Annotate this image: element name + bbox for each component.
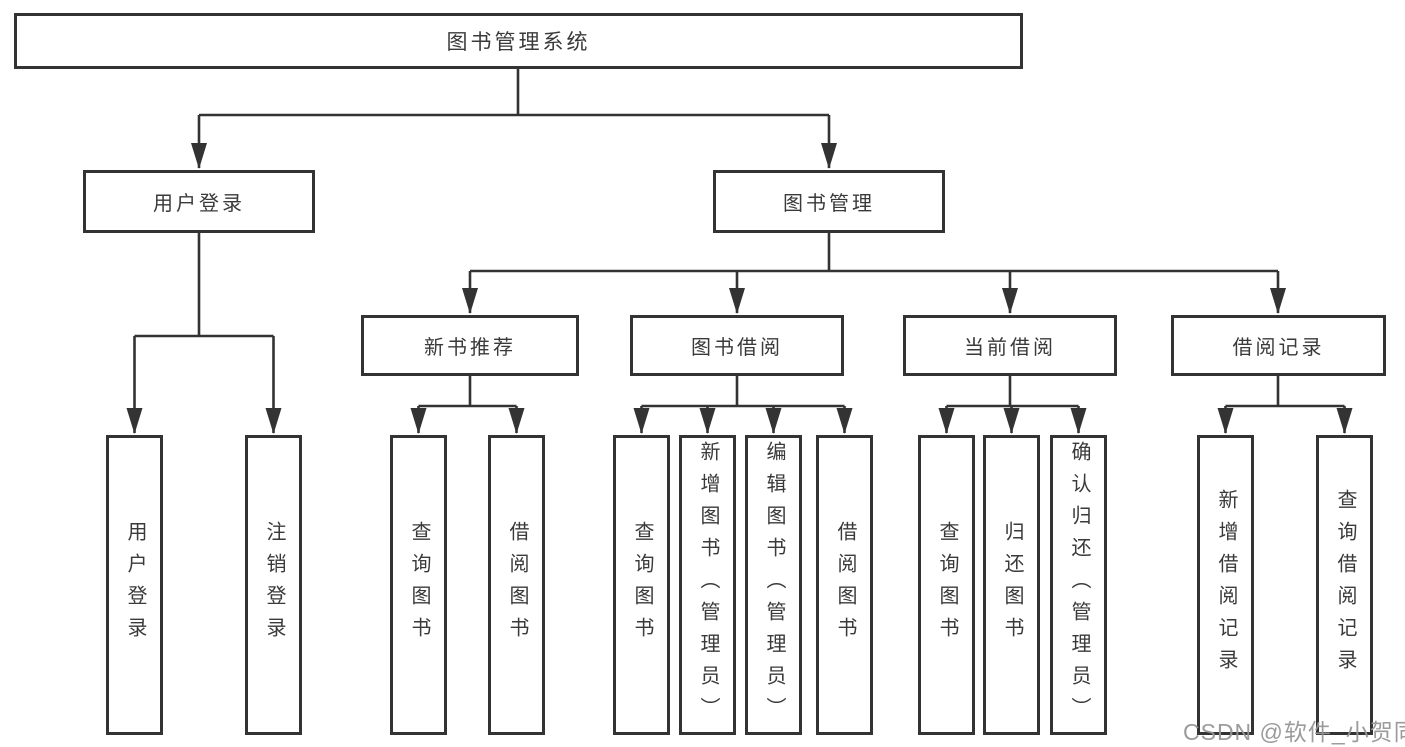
leaf-label: 查询图书 xyxy=(936,521,958,649)
leaf-label: 注销登录 xyxy=(263,521,285,649)
leaf-query-books-borrow: 查询图书 xyxy=(613,435,670,735)
leaf-return-books: 归还图书 xyxy=(983,435,1040,735)
leaf-edit-books-admin: 编辑图书（管理员） xyxy=(745,435,802,735)
node-label: 借阅记录 xyxy=(1232,337,1325,359)
leaf-confirm-return-admin: 确认归还（管理员） xyxy=(1050,435,1107,735)
leaf-query-books-current: 查询图书 xyxy=(918,435,975,735)
leaf-query-borrow-record: 查询借阅记录 xyxy=(1316,435,1373,735)
leaf-label: 归还图书 xyxy=(1001,521,1023,649)
node-new-book-recommendation: 新书推荐 xyxy=(361,315,579,376)
leaf-borrow-books-recommend: 借阅图书 xyxy=(488,435,545,735)
node-label: 图书管理 xyxy=(783,193,875,215)
node-label: 新书推荐 xyxy=(424,337,516,359)
tree-arrow-lines xyxy=(126,115,1353,434)
node-current-borrowing: 当前借阅 xyxy=(903,315,1117,376)
leaf-label: 查询借阅记录 xyxy=(1334,489,1356,681)
node-user-login: 用户登录 xyxy=(83,170,315,233)
leaf-label: 新增借阅记录 xyxy=(1215,489,1237,681)
leaf-borrow-books: 借阅图书 xyxy=(816,435,873,735)
leaf-label: 用户登录 xyxy=(124,521,146,649)
node-book-management: 图书管理 xyxy=(713,170,945,233)
node-label: 图书借阅 xyxy=(691,337,783,359)
node-book-borrowing: 图书借阅 xyxy=(630,315,844,376)
leaf-label: 编辑图书（管理员） xyxy=(763,441,785,729)
csdn-watermark: CSDN @软件_小贺同学 xyxy=(1183,719,1405,745)
leaf-label: 借阅图书 xyxy=(506,521,528,649)
node-borrowing-records: 借阅记录 xyxy=(1171,315,1386,376)
leaf-label: 借阅图书 xyxy=(834,521,856,649)
node-label: 用户登录 xyxy=(153,193,245,215)
node-library-management-system: 图书管理系统 xyxy=(14,13,1023,69)
leaf-label: 查询图书 xyxy=(631,521,653,649)
leaf-label: 查询图书 xyxy=(408,521,430,649)
node-label: 当前借阅 xyxy=(964,337,1056,359)
leaf-logout: 注销登录 xyxy=(245,435,302,735)
leaf-user-login: 用户登录 xyxy=(106,435,163,735)
leaf-label: 确认归还（管理员） xyxy=(1068,441,1090,729)
leaf-query-books-recommend: 查询图书 xyxy=(390,435,447,735)
leaf-add-books-admin: 新增图书（管理员） xyxy=(679,435,736,735)
node-label: 图书管理系统 xyxy=(446,31,591,54)
leaf-add-borrow-record: 新增借阅记录 xyxy=(1197,435,1254,735)
leaf-label: 新增图书（管理员） xyxy=(697,441,719,729)
